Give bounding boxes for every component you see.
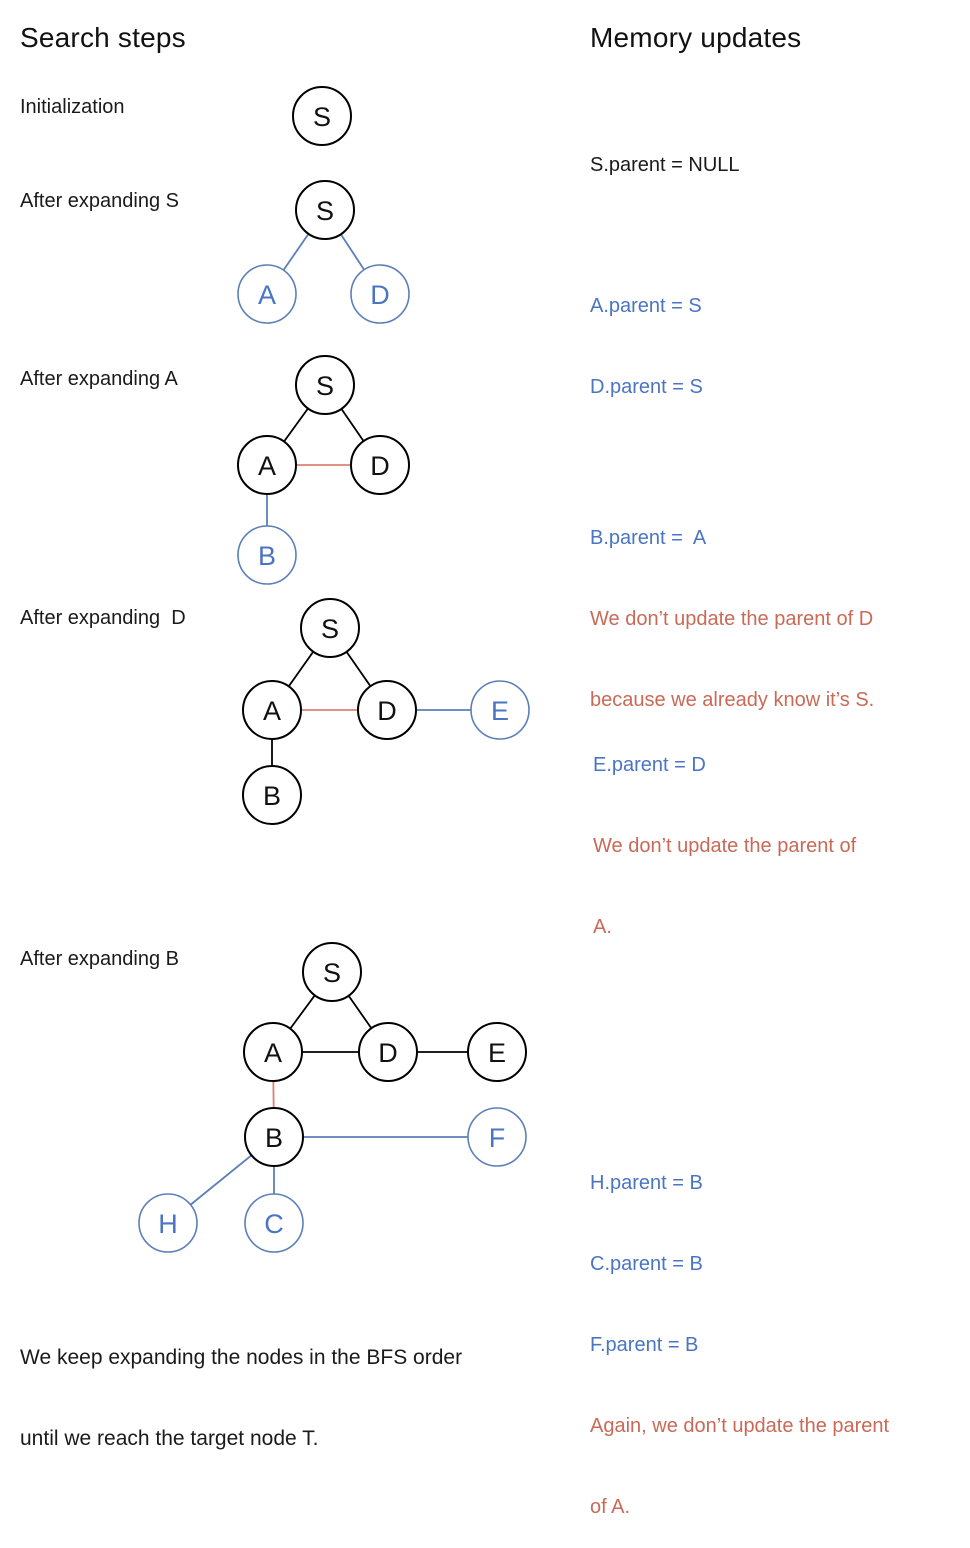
graph-step-expanding-b: S A D E B F H C <box>138 942 527 1253</box>
step-label-expanding-s: After expanding S <box>20 190 179 212</box>
node-d-circle <box>357 680 417 740</box>
memory-updates-heading: Memory updates <box>590 22 802 53</box>
node-a-circle <box>237 435 297 495</box>
memory-line: F.parent = B <box>590 1334 699 1356</box>
node-c-label: C <box>264 1209 284 1239</box>
node-b-label: B <box>258 541 276 571</box>
memory-update-expanding-b: H.parent = B C.parent = B F.parent = B A… <box>590 1116 889 1548</box>
memory-line: because we already know it’s S. <box>590 689 875 711</box>
node-f-label: F <box>489 1123 506 1153</box>
node-a-label: A <box>264 1038 282 1068</box>
node-d-label: D <box>377 696 397 726</box>
memory-line: A. <box>593 916 612 938</box>
graph-step-initialization: S <box>292 86 352 146</box>
step-label-expanding-b: After expanding B <box>20 948 179 970</box>
node-s-circle <box>302 942 362 1002</box>
step-label-expanding-a: After expanding A <box>20 368 178 390</box>
node-d-circle <box>350 264 410 324</box>
node-h-label: H <box>158 1209 178 1239</box>
footer-line-1: We keep expanding the nodes in the BFS o… <box>20 1346 463 1369</box>
node-s-label: S <box>321 614 339 644</box>
node-d-circle <box>350 435 410 495</box>
node-b-label: B <box>265 1123 283 1153</box>
memory-line: D.parent = S <box>590 376 703 398</box>
memory-line: H.parent = B <box>590 1172 703 1194</box>
node-b-circle <box>237 525 297 585</box>
memory-line: C.parent = B <box>590 1253 703 1275</box>
node-d-circle <box>358 1022 418 1082</box>
node-e-circle <box>470 680 530 740</box>
graph-step-expanding-d: S A D E B <box>242 598 530 825</box>
memory-update-expanding-d: E.parent = D We don’t update the parent … <box>593 698 856 968</box>
node-a-label: A <box>263 696 281 726</box>
memory-line: E.parent = D <box>593 754 706 776</box>
node-s-circle <box>295 355 355 415</box>
node-b-circle <box>244 1107 304 1167</box>
node-a-label: A <box>258 451 276 481</box>
memory-line: of A. <box>590 1496 631 1518</box>
node-b-circle <box>242 765 302 825</box>
node-a-circle <box>237 264 297 324</box>
memory-line: S.parent = NULL <box>590 154 740 176</box>
graph-step-expanding-a: S A D B <box>237 355 410 585</box>
node-s-circle <box>292 86 352 146</box>
memory-line: B.parent = A <box>590 527 707 549</box>
memory-update-expanding-a: B.parent = A We don’t update the parent … <box>590 471 874 741</box>
node-h-circle <box>138 1193 198 1253</box>
node-a-label: A <box>258 280 276 310</box>
footer-line-2: until we reach the target node T. <box>20 1427 319 1450</box>
node-s-label: S <box>313 102 331 132</box>
node-a-circle <box>243 1022 303 1082</box>
node-s-label: S <box>323 958 341 988</box>
memory-line: We don’t update the parent of <box>593 835 857 857</box>
step-label-expanding-d: After expanding D <box>20 607 186 629</box>
node-a-circle <box>242 680 302 740</box>
node-e-label: E <box>488 1038 506 1068</box>
memory-line: We don’t update the parent of D <box>590 608 874 630</box>
node-f-circle <box>467 1107 527 1167</box>
node-s-label: S <box>316 371 334 401</box>
search-steps-heading: Search steps <box>20 22 186 53</box>
node-c-circle <box>244 1193 304 1253</box>
step-label-initialization: Initialization <box>20 96 125 118</box>
memory-update-expanding-s: A.parent = S D.parent = S <box>590 239 703 428</box>
memory-line: A.parent = S <box>590 295 702 317</box>
node-e-circle <box>467 1022 527 1082</box>
node-s-circle <box>295 180 355 240</box>
memory-line: Again, we don’t update the parent <box>590 1415 890 1437</box>
footer-note: We keep expanding the nodes in the BFS o… <box>20 1290 462 1479</box>
node-e-label: E <box>491 696 509 726</box>
graph-step-expanding-s: S A D <box>237 180 410 324</box>
bfs-graph-diagrams: S S A D S A D B S A <box>138 86 530 1253</box>
node-d-label: D <box>378 1038 398 1068</box>
node-d-label: D <box>370 280 390 310</box>
node-b-label: B <box>263 781 281 811</box>
node-d-label: D <box>370 451 390 481</box>
node-s-label: S <box>316 196 334 226</box>
memory-update-initialization: S.parent = NULL <box>590 98 740 206</box>
node-s-circle <box>300 598 360 658</box>
